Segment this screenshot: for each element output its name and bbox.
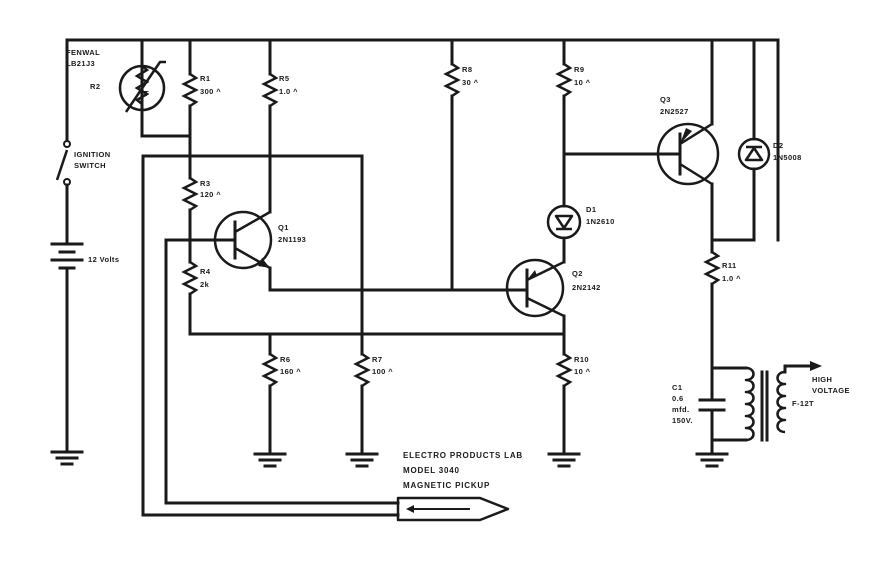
r2-line1: FENWAL (66, 48, 100, 57)
d2-ref: D2 (773, 141, 783, 150)
transistor-q3 (656, 38, 720, 254)
r10-value: 10 ^ (574, 367, 591, 376)
resistor-r7 (345, 352, 379, 468)
switch-line1: IGNITION (74, 150, 111, 159)
diode-d2 (710, 38, 771, 242)
battery-label: 12 Volts (88, 255, 119, 264)
d1-part: 1N2610 (586, 217, 615, 226)
output-line1: HIGH (812, 375, 832, 384)
top-rail (65, 38, 780, 242)
r4-value: 2k (200, 280, 210, 289)
ignition-switch (55, 38, 71, 244)
r6-ref: R6 (280, 355, 290, 364)
r1-ref: R1 (200, 74, 210, 83)
r10-ref: R10 (574, 355, 589, 364)
r1-value: 300 ^ (200, 87, 221, 96)
resistor-r10 (547, 314, 581, 468)
q1-ref: Q1 (278, 223, 289, 232)
switch-line2: SWITCH (74, 161, 106, 170)
r5-ref: R5 (279, 74, 289, 83)
r3-value: 120 ^ (200, 190, 221, 199)
r5-value: 1.0 ^ (279, 87, 298, 96)
r7-value: 100 ^ (372, 367, 393, 376)
resistor-r8 (443, 38, 461, 292)
r8-ref: R8 (462, 65, 472, 74)
transistor-q2 (503, 258, 565, 318)
q1-part: 2N1193 (278, 235, 306, 244)
c1-ref: C1 (672, 383, 682, 392)
q3-part: 2N2527 (660, 107, 689, 116)
r9-ref: R9 (574, 65, 584, 74)
q2-ref: Q2 (572, 269, 583, 278)
c1-value: 0.6 (672, 394, 684, 403)
r9-value: 10 ^ (574, 78, 591, 87)
resistor-r1 (181, 38, 199, 180)
feedback-wire (141, 154, 400, 517)
magnetic-pickup (396, 496, 510, 522)
thermistor-r2 (118, 38, 192, 138)
r11-value: 1.0 ^ (722, 274, 741, 283)
pickup-line2: MODEL 3040 (403, 466, 460, 475)
q2-part: 2N2142 (572, 283, 601, 292)
r2-line2: LB21J3 (66, 59, 95, 68)
diode-d1 (546, 204, 582, 264)
resistor-r11 (703, 250, 721, 370)
resistor-r9 (555, 38, 667, 208)
pickup-line3: MAGNETIC PICKUP (403, 481, 490, 490)
resistor-r4 (181, 260, 566, 336)
c1-voltage: 150V. (672, 416, 693, 425)
transformer-f12t (710, 361, 822, 442)
transistor-q1 (213, 210, 273, 270)
pickup-line1: ELECTRO PRODUCTS LAB (403, 451, 523, 460)
r8-value: 30 ^ (462, 78, 479, 87)
r6-value: 160 ^ (280, 367, 301, 376)
capacitor-c1 (695, 366, 748, 468)
resistor-r5 (261, 38, 279, 214)
transformer-label: F-12T (792, 399, 814, 408)
d1-ref: D1 (586, 205, 596, 214)
ground-symbol (50, 450, 84, 466)
r3-ref: R3 (200, 179, 210, 188)
output-line2: VOLTAGE (812, 386, 850, 395)
r2-symbol: T (144, 89, 149, 98)
c1-unit: mfd. (672, 405, 689, 414)
r7-ref: R7 (372, 355, 382, 364)
d2-part: 1N5008 (773, 153, 802, 162)
resistor-r3 (181, 176, 199, 264)
r11-ref: R11 (722, 261, 737, 270)
r4-ref: R4 (200, 267, 211, 276)
r2-ref: R2 (90, 82, 100, 91)
q3-ref: Q3 (660, 95, 671, 104)
battery-12v (50, 242, 84, 452)
resistor-r6 (253, 332, 287, 468)
